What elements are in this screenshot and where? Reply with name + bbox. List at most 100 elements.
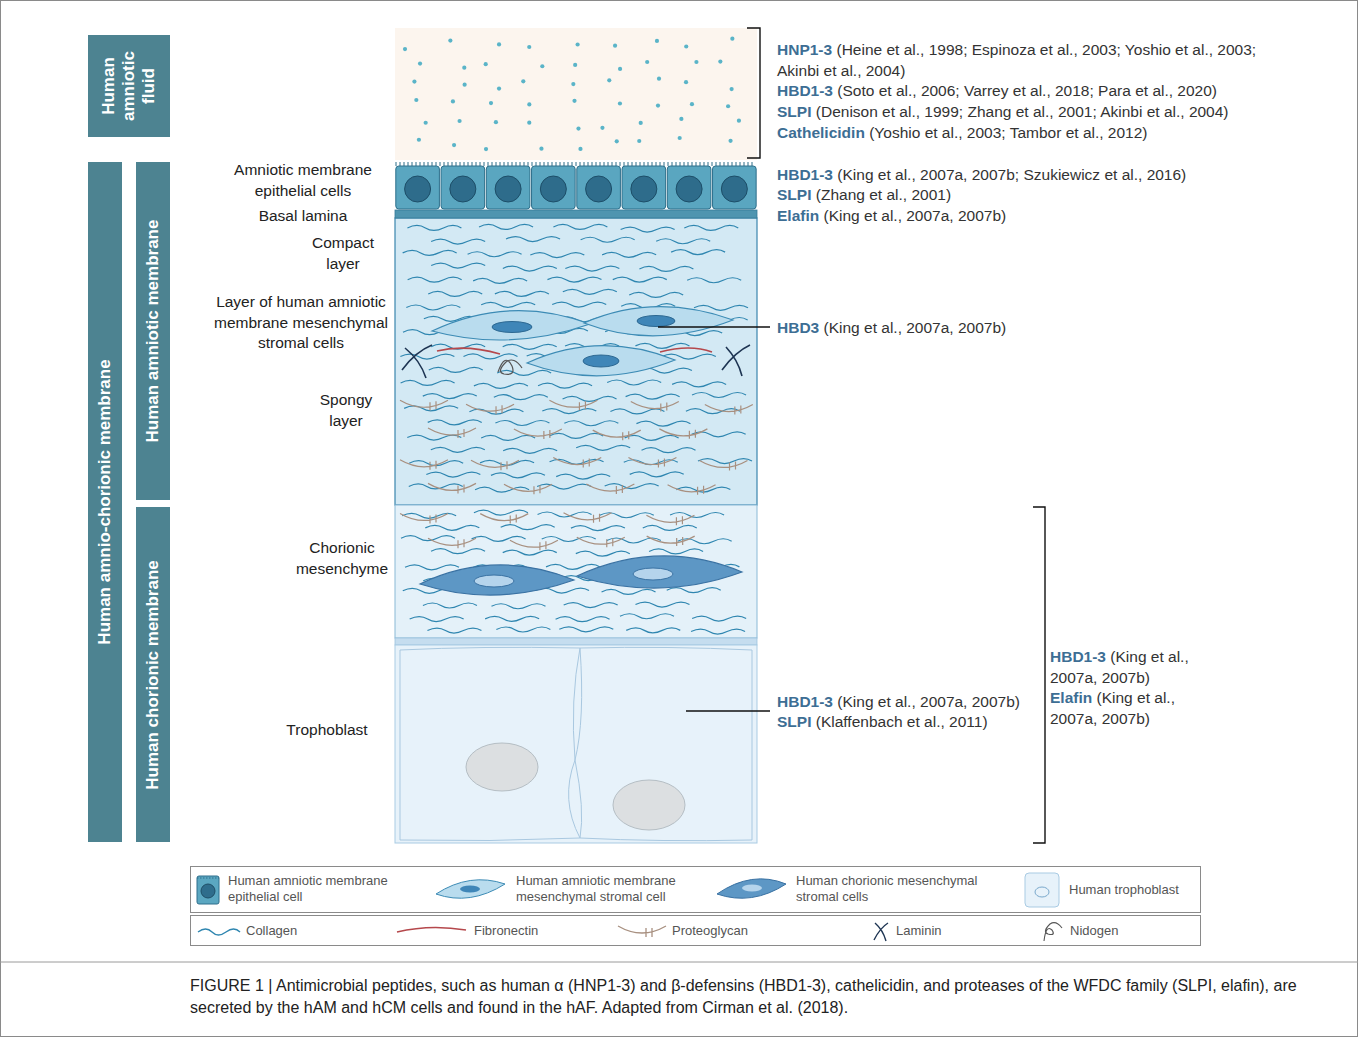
fluid-dot — [540, 64, 544, 68]
nucleus — [721, 176, 747, 202]
fluid-dots — [403, 37, 741, 152]
fluid-dot — [694, 60, 698, 64]
basal-lamina — [395, 210, 757, 218]
proteoglycan — [428, 428, 476, 438]
collagen — [667, 588, 721, 593]
citation: (Heine et al., 1998; Espinoza et al., 20… — [777, 41, 1256, 79]
fluid-dot — [573, 63, 577, 67]
reference-line: Elafin(King et al., 2007a, 2007b) — [777, 206, 1347, 227]
collagen — [576, 551, 630, 556]
collagen — [576, 445, 630, 450]
collagen — [629, 292, 683, 297]
fluid-dot — [489, 101, 493, 105]
collagen — [530, 253, 584, 258]
proteoglycan — [400, 513, 448, 523]
proteoglycan — [647, 536, 695, 546]
legend-text: Human trophoblast — [1069, 882, 1197, 898]
legend-text: Proteoglycan — [672, 923, 852, 939]
collagen — [403, 250, 457, 255]
citation: (King et al., 2007a, 2007b) — [824, 319, 1007, 336]
fluid-dot — [527, 121, 531, 125]
collagen — [630, 472, 684, 477]
reference-line: HBD1-3(King et al., 2007a, 2007b) — [1050, 647, 1218, 688]
collagen — [428, 291, 482, 296]
collagen — [542, 537, 596, 542]
peptide-name: HBD1-3 — [777, 166, 833, 183]
collagen — [475, 487, 529, 492]
collagen — [643, 525, 697, 530]
fluid-dot — [417, 138, 421, 142]
fluid-dot — [726, 104, 730, 108]
collagen — [503, 344, 557, 349]
proteoglycan — [471, 460, 519, 470]
fluid-dot — [463, 83, 467, 87]
fluid-dot — [618, 67, 622, 71]
collagen — [426, 472, 480, 477]
fluid-dot — [737, 119, 741, 123]
amniotic-fluid — [395, 28, 757, 160]
proteoglycan — [659, 429, 707, 439]
collagen — [607, 380, 661, 385]
collagen — [625, 435, 679, 440]
fluid-dot — [613, 44, 617, 48]
legend-text: Collagen — [246, 923, 376, 939]
peptide-name: Elafin — [1050, 689, 1092, 706]
collagen — [429, 367, 483, 372]
fluid-dot — [576, 126, 580, 130]
fluid-dot — [571, 82, 575, 86]
nucleus — [495, 176, 521, 202]
fluid-dot — [412, 79, 416, 83]
chorionic-basement — [395, 638, 757, 645]
legend-samples — [197, 873, 1062, 941]
layer-label: Layer of human amniotic membrane mesench… — [214, 293, 388, 351]
nucleus — [631, 176, 657, 202]
peptide-name: SLPI — [777, 186, 811, 203]
epithelial-cell — [532, 166, 576, 209]
nucleus — [676, 176, 702, 202]
amniotic-stroma — [395, 218, 757, 505]
bracket — [747, 28, 760, 158]
peptide-name: HBD1-3 — [777, 82, 833, 99]
layer-label-group: Compact layer — [298, 233, 388, 274]
proteoglycan — [631, 402, 679, 412]
reference-line: SLPI(Denison et al., 1999; Zhang et al.,… — [777, 102, 1347, 123]
layer-label-group: Amniotic membrane epithelial cells — [215, 160, 391, 201]
fluid-dot — [572, 99, 576, 103]
reference-line: HBD1-3(Soto et al., 2006; Varrey et al.,… — [777, 81, 1347, 102]
fluid-dot — [607, 78, 611, 82]
collagen — [491, 604, 545, 609]
proteoglycan — [400, 400, 448, 410]
collagen — [503, 550, 557, 555]
collagen — [602, 589, 656, 594]
proteoglycan — [577, 537, 625, 547]
collagen-fibres — [400, 224, 752, 634]
epithelial-cell — [622, 166, 666, 209]
matrix-details — [402, 345, 750, 378]
amniotic-stromal-cells — [432, 307, 733, 376]
fluid-dot — [728, 139, 732, 143]
collagen — [407, 225, 461, 230]
collagen — [626, 394, 680, 399]
collagen — [542, 409, 596, 414]
collagen — [405, 565, 459, 570]
caption-rule — [0, 962, 1358, 963]
reference-line: HBD3(King et al., 2007a, 2007b) — [777, 318, 1347, 339]
collagen — [694, 305, 748, 310]
collagen — [423, 603, 477, 608]
collagen — [613, 277, 667, 282]
collagen — [494, 395, 548, 400]
band-title: Human amniotic membrane — [143, 166, 163, 496]
layer-label: Spongy layer — [320, 391, 373, 429]
collagen — [546, 564, 600, 569]
collagen — [672, 382, 726, 387]
proteoglycan — [480, 514, 528, 524]
collagen — [431, 549, 485, 554]
collagen — [427, 628, 481, 633]
reference-line: HBD1-3(King et al., 2007a, 2007b) — [777, 692, 1043, 713]
collagen — [423, 394, 477, 399]
layer-label-group: Spongy layer — [306, 390, 386, 431]
fluid-dot — [618, 101, 622, 105]
proteoglycan — [705, 405, 753, 415]
collagen — [556, 474, 610, 479]
